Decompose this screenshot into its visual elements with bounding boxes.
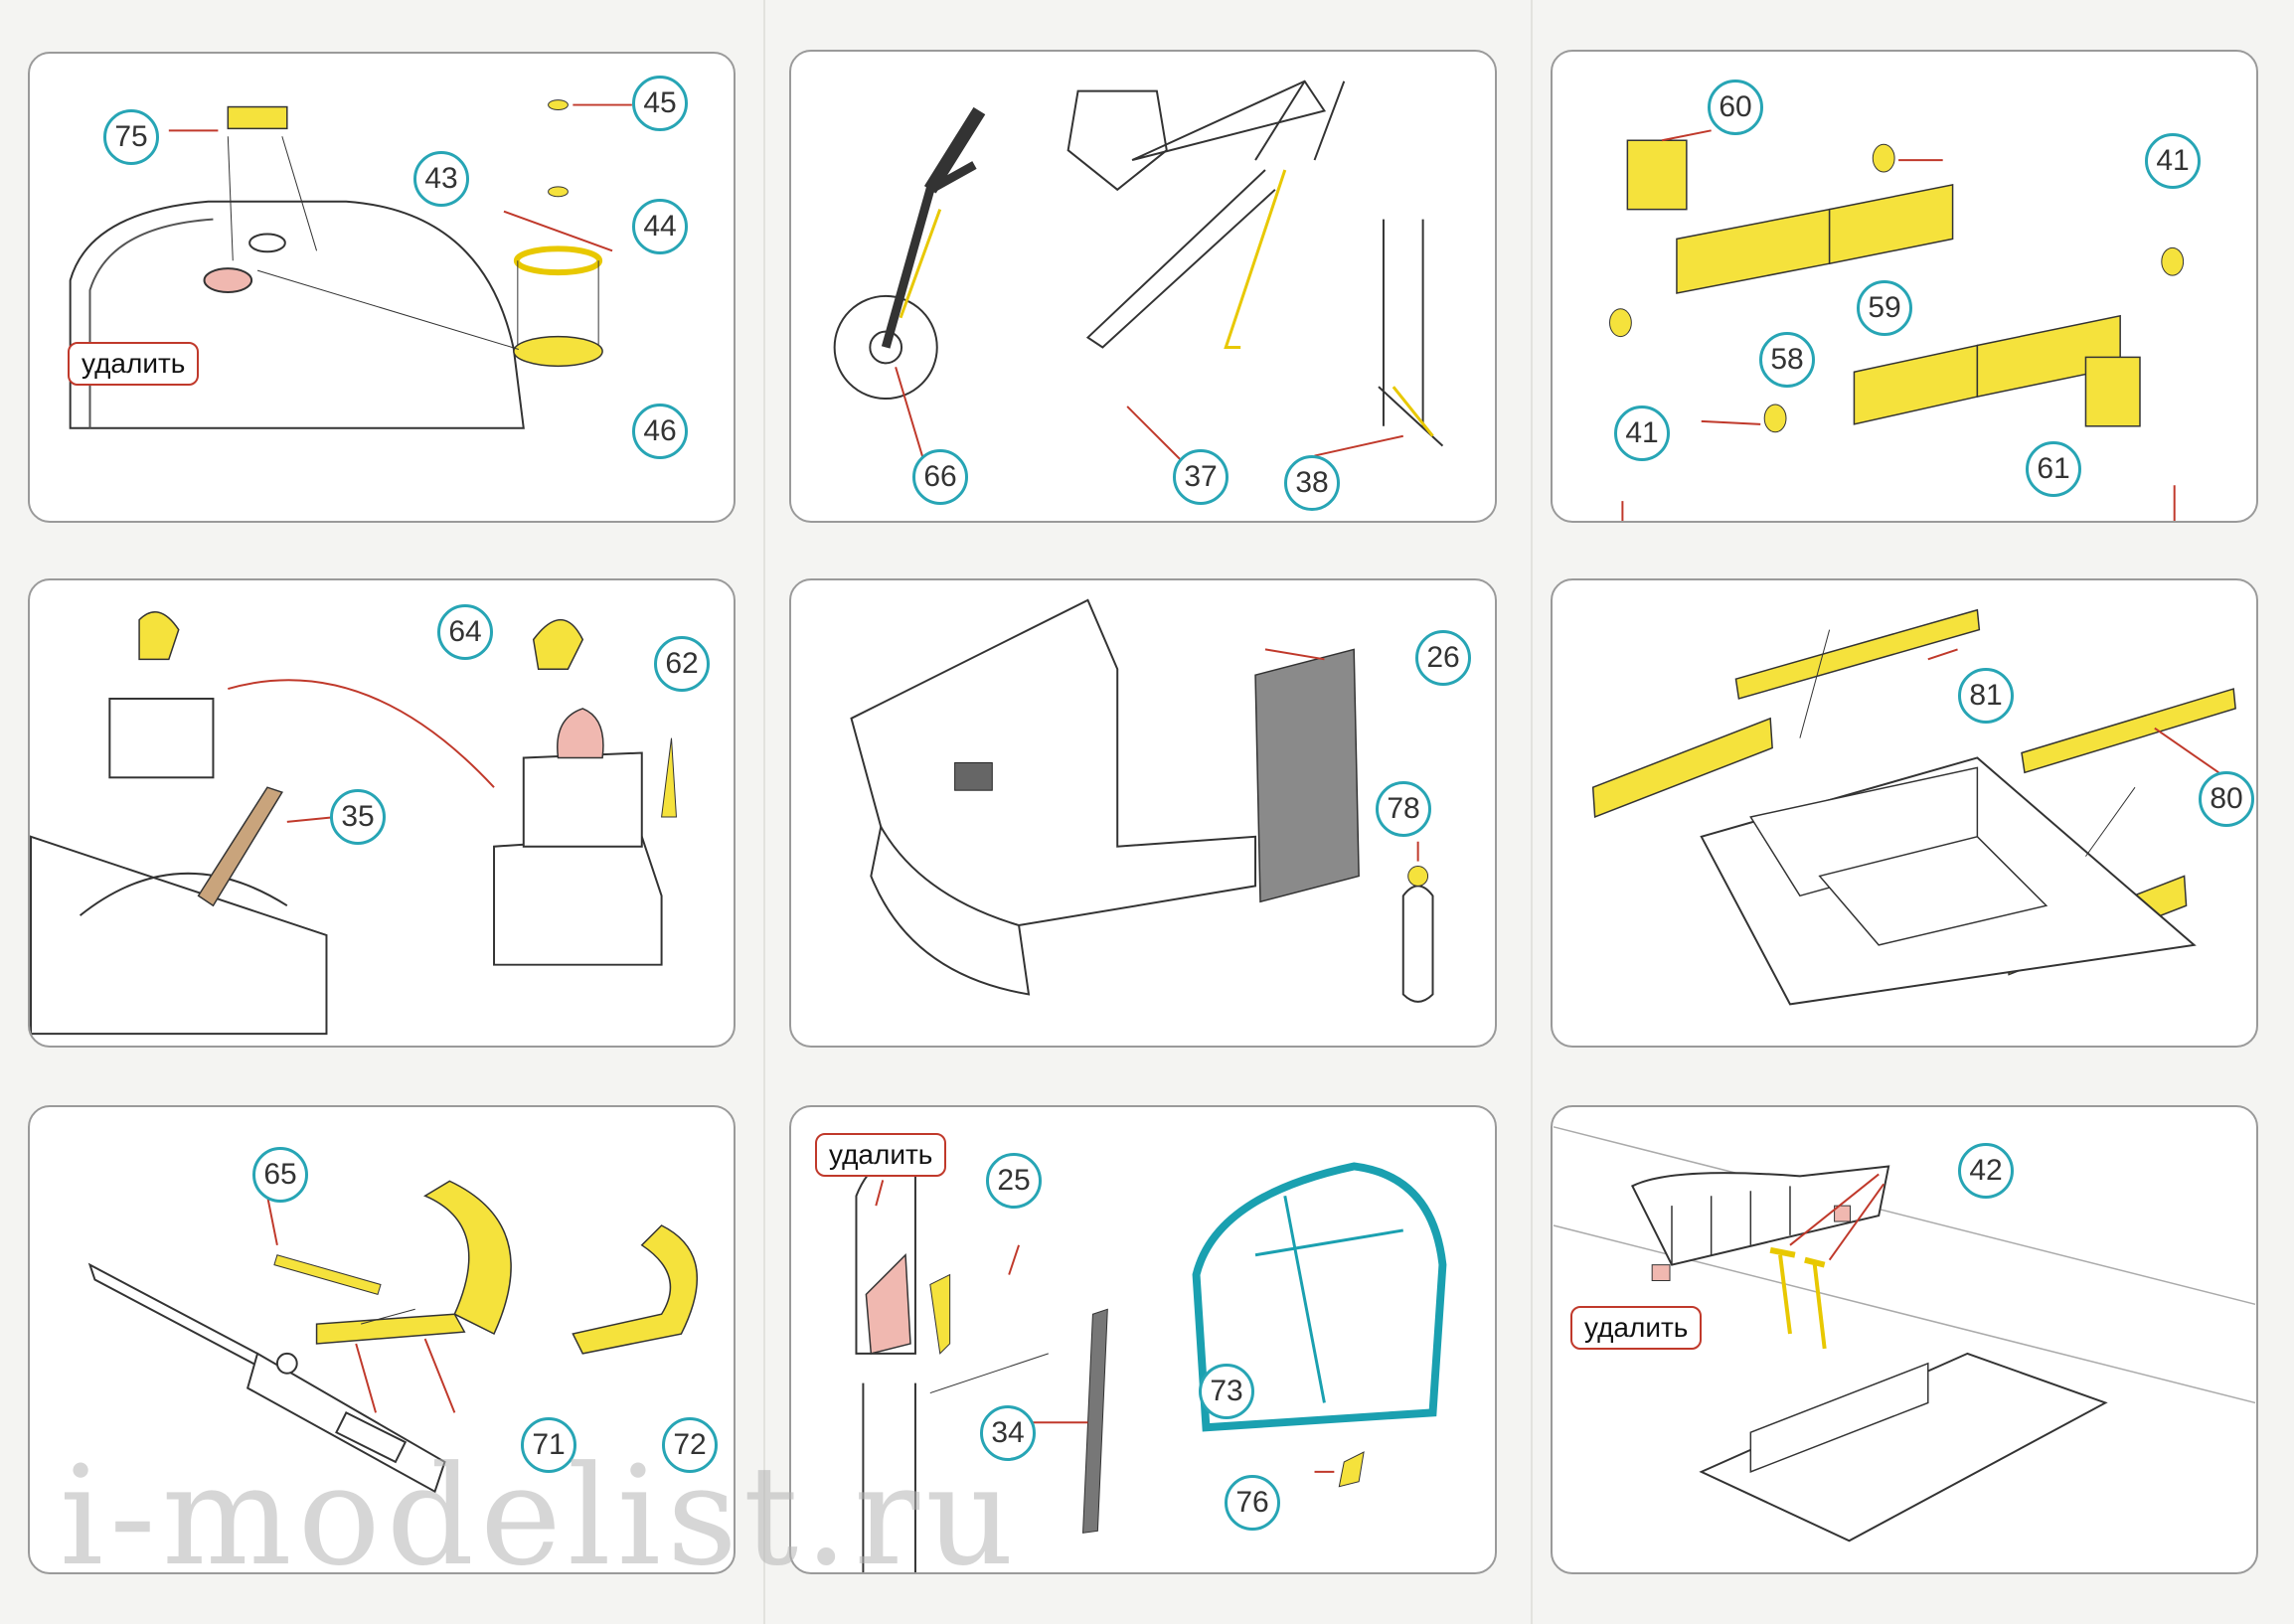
watermark-text: i-modelist.ru bbox=[60, 1436, 1020, 1596]
callout-72: 72 bbox=[662, 1417, 718, 1473]
callout-80: 80 bbox=[2199, 771, 2254, 827]
callout-35: 35 bbox=[330, 789, 386, 845]
page-fold-left bbox=[763, 0, 765, 1624]
panel-fuselage-interior: 42 удалить bbox=[1551, 1105, 2258, 1574]
ammo-box-drawing bbox=[30, 611, 677, 1036]
instrument-box bbox=[954, 761, 993, 791]
callout-41: 41 bbox=[1614, 406, 1670, 461]
remove-note: удалить bbox=[68, 342, 200, 386]
callout-58: 58 bbox=[1759, 332, 1815, 388]
cover-73 bbox=[1192, 1162, 1447, 1432]
remove-note: удалить bbox=[1570, 1306, 1703, 1350]
panel-radiator-bay: 81 80 bbox=[1551, 578, 2258, 1048]
panel-fuel-tank: 75 45 43 44 46 удалить bbox=[28, 52, 736, 523]
page-fold-right bbox=[1531, 0, 1533, 1624]
callout-34: 34 bbox=[980, 1405, 1036, 1461]
callout-61: 61 bbox=[2026, 441, 2081, 497]
landing-gear-drawing bbox=[833, 80, 1444, 466]
callout-81: 81 bbox=[1958, 668, 2014, 724]
callout-60: 60 bbox=[1708, 80, 1763, 135]
callout-41: 41 bbox=[2145, 133, 2201, 189]
callout-43: 43 bbox=[413, 151, 469, 207]
panel-cockpit-bulkhead: 26 78 bbox=[789, 578, 1497, 1048]
seat-pad-removed bbox=[865, 1253, 911, 1355]
callout-76: 76 bbox=[1225, 1475, 1280, 1531]
panel-seat-cover: удалить 25 34 73 76 bbox=[789, 1105, 1497, 1574]
floor-trays-drawing bbox=[1609, 129, 2185, 521]
panel-ammo-box: 64 62 35 bbox=[28, 578, 736, 1048]
cockpit-bulkhead-drawing bbox=[850, 598, 1434, 1003]
callout-65: 65 bbox=[252, 1147, 308, 1203]
callout-46: 46 bbox=[632, 404, 688, 459]
callout-62: 62 bbox=[654, 636, 710, 692]
callout-59: 59 bbox=[1857, 280, 1912, 336]
callout-71: 71 bbox=[521, 1417, 576, 1473]
callout-38: 38 bbox=[1284, 455, 1340, 511]
machine-gun-drawing bbox=[87, 1180, 699, 1494]
callout-75: 75 bbox=[103, 109, 159, 165]
callout-44: 44 bbox=[632, 199, 688, 254]
panel-floor-trays: 60 41 59 58 41 61 bbox=[1551, 50, 2258, 523]
fuselage-interior-drawing bbox=[1553, 1126, 2256, 1543]
callout-25: 25 bbox=[986, 1153, 1042, 1209]
radiator-bay-drawing bbox=[1591, 608, 2236, 1006]
callout-42: 42 bbox=[1958, 1143, 2014, 1199]
panel-machine-gun: 65 71 72 bbox=[28, 1105, 736, 1574]
callout-66: 66 bbox=[912, 449, 968, 505]
panel-landing-gear: 66 37 38 bbox=[789, 50, 1497, 523]
callout-26: 26 bbox=[1415, 630, 1471, 686]
callout-78: 78 bbox=[1376, 781, 1431, 837]
callout-45: 45 bbox=[632, 76, 688, 131]
seat-cover-drawing bbox=[855, 1159, 1447, 1572]
filler-cap-removed bbox=[203, 267, 253, 293]
callout-37: 37 bbox=[1173, 449, 1229, 505]
remove-note: удалить bbox=[815, 1133, 947, 1177]
callout-73: 73 bbox=[1199, 1364, 1254, 1419]
callout-64: 64 bbox=[437, 604, 493, 660]
part-75-shape bbox=[227, 105, 288, 130]
instrument-panel-26 bbox=[1254, 648, 1360, 903]
